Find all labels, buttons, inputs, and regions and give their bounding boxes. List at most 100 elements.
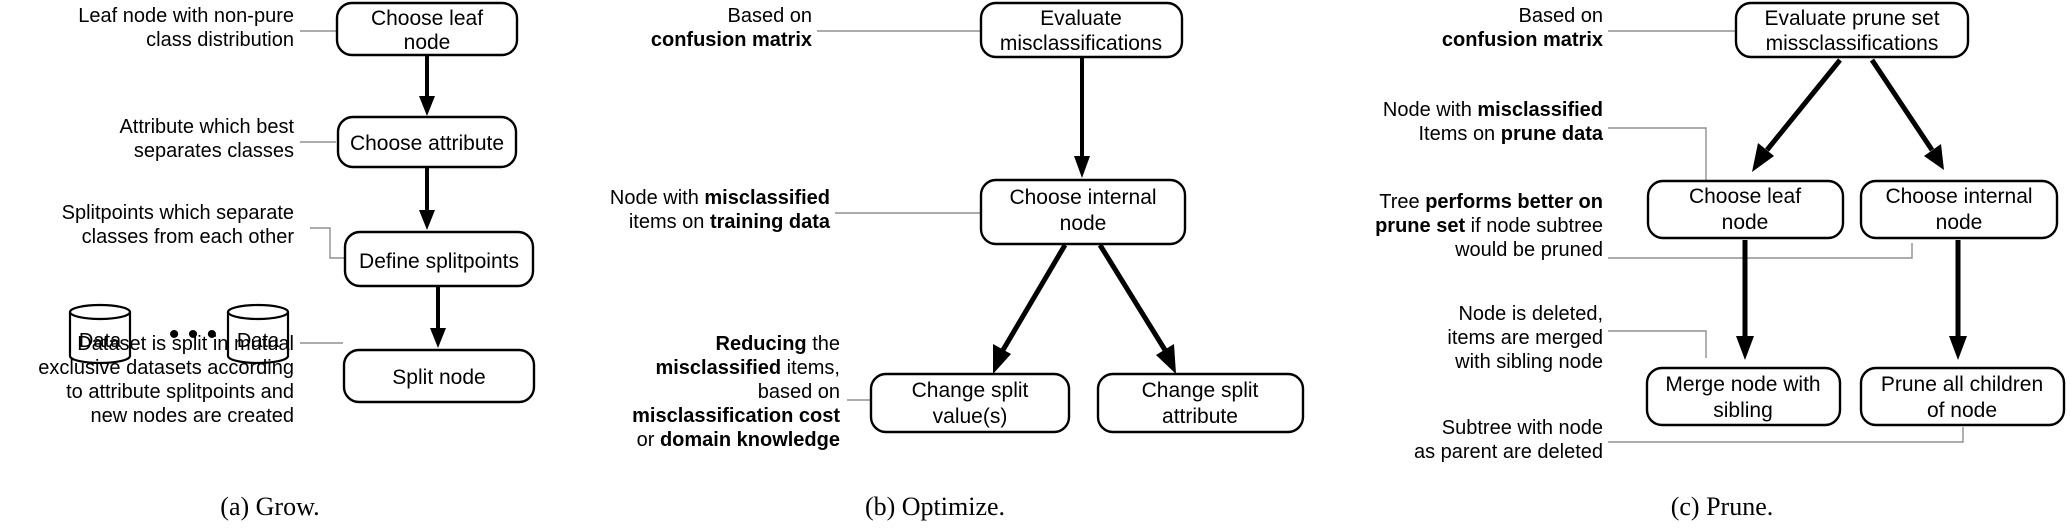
note-text-run: misclassified: [1477, 99, 1603, 121]
caption-grow: (a) Grow.: [220, 492, 319, 521]
arrow: [430, 286, 446, 348]
connector: [1608, 427, 1964, 443]
note-text-run: Subtree with node: [1442, 417, 1603, 439]
dataset-icon: Data: [226, 303, 290, 365]
note-text-run: Attribute which best: [119, 116, 294, 138]
note-text-run: Dataset is split in mutual: [77, 333, 294, 355]
note-text-run: Items on: [1418, 123, 1500, 145]
ellipsis-dots: • • •: [169, 318, 217, 351]
note-text-run: Tree: [1379, 191, 1425, 213]
arrow: [1869, 58, 1944, 170]
define-splitpoints-box: Define splitpoints: [343, 230, 535, 288]
note-text-run: class distribution: [146, 29, 294, 51]
dataset-label: Data: [237, 330, 280, 352]
note-text-run: or: [637, 429, 660, 451]
connector: [1608, 330, 1707, 358]
note-text-run: to attribute splitpoints and: [66, 381, 294, 403]
note-text-run: Based on: [727, 5, 812, 27]
choose-attribute-box: Choose attribute: [336, 115, 518, 169]
arrow: [1949, 240, 1967, 360]
note-text-run: as parent are deleted: [1414, 441, 1603, 463]
note-text-run: Based on: [1518, 5, 1603, 27]
note-text-run: training data: [710, 211, 831, 233]
dataset-icon: Data: [68, 303, 132, 365]
note-text-run: classes from each other: [82, 226, 295, 248]
note-text-run: Node is deleted,: [1458, 303, 1603, 325]
dataset-label: Data: [79, 330, 122, 352]
connector: [1608, 243, 1913, 259]
split-node-box: Split node: [342, 348, 536, 404]
note-text-run: performs better on: [1425, 191, 1603, 213]
note-text-run: separates classes: [134, 140, 294, 162]
note-text-run: Node with: [610, 187, 705, 209]
caption-optimize: (b) Optimize.: [865, 492, 1005, 521]
caption-prune: (c) Prune.: [1671, 492, 1774, 521]
note-text-run: Reducing: [716, 333, 807, 355]
note-text-run: if node subtree: [1465, 215, 1603, 237]
note-text-run: new nodes are created: [91, 405, 294, 427]
arrow: [993, 243, 1068, 374]
box-label: Define splitpoints: [359, 250, 519, 273]
arrow: [1736, 240, 1754, 360]
note-text-run: the: [807, 333, 840, 355]
connector: [310, 227, 344, 259]
note-text-run: domain knowledge: [660, 429, 840, 451]
note-text-run: with sibling node: [1454, 351, 1603, 373]
note-text-run: misclassified: [655, 357, 781, 379]
arrow: [1752, 58, 1842, 172]
note-text-run: items are merged: [1447, 327, 1603, 349]
arrow: [1074, 57, 1090, 178]
note-text-run: items,: [781, 357, 840, 379]
note-text-run: based on: [758, 381, 840, 403]
note-text-run: prune data: [1501, 123, 1604, 145]
note-text-run: confusion matrix: [1442, 29, 1603, 51]
note-reducing: Reducing the misclassified items,based on…: [632, 333, 840, 451]
note-text-run: would be pruned: [1454, 239, 1603, 261]
note-text-run: Leaf node with non-pure: [78, 5, 294, 27]
note-text-run: exclusive datasets according: [38, 357, 294, 379]
note-text-run: misclassified: [704, 187, 830, 209]
note-text-run: items on: [629, 211, 710, 233]
note-text-run: confusion matrix: [651, 29, 812, 51]
arrow: [1097, 243, 1176, 374]
connector: [1608, 127, 1707, 180]
note-text-run: misclassification cost: [632, 405, 840, 427]
box-label: Split node: [392, 366, 485, 389]
note-text-run: Splitpoints which separate: [62, 202, 294, 224]
note-text-run: Node with: [1383, 99, 1478, 121]
